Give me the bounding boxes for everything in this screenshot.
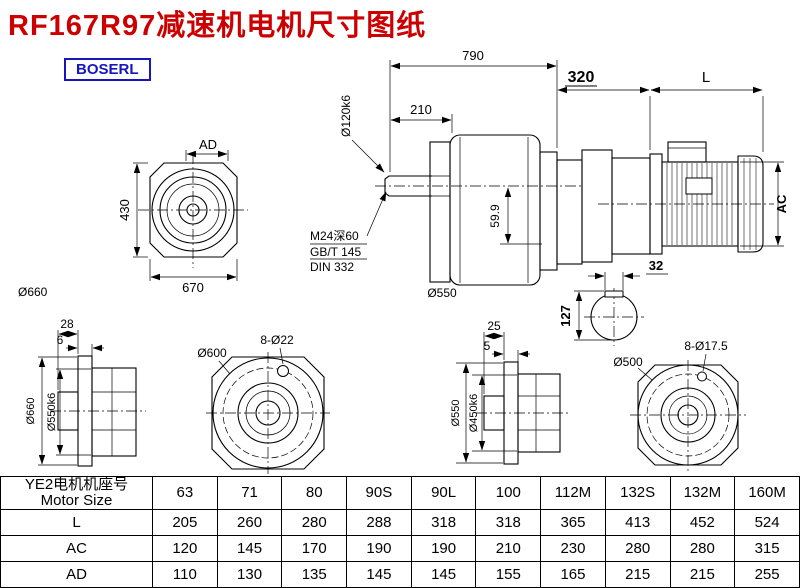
size-col-header: 71 [216, 476, 283, 510]
dia-550k6-label: Ø550k6 [46, 393, 58, 432]
dim-127-label: 127 [558, 305, 573, 327]
table-cell: 280 [281, 508, 348, 536]
dim-670-label: 670 [182, 280, 204, 295]
motor-dimension-table: YE2电机机座号 Motor Size 63 71 80 90S 90L 100… [0, 476, 800, 588]
dim-59-9-label: 59.9 [488, 204, 502, 228]
table-cell: 205 [152, 508, 218, 536]
motor-size-header-en: Motor Size [40, 491, 113, 509]
table-cell: 318 [410, 508, 477, 536]
holes-8x22-label: 8-Ø22 [260, 333, 294, 347]
holes-8x17-label: 8-Ø17.5 [684, 339, 728, 353]
row-label: AD [0, 560, 153, 588]
dia-500-label: Ø500 [613, 355, 643, 369]
dia-120-label: Ø120k6 [339, 95, 353, 137]
table-cell: 215 [604, 560, 671, 588]
table-cell: 280 [669, 534, 736, 562]
table-cell: 130 [216, 560, 283, 588]
dim-210-label: 210 [410, 102, 432, 117]
dia-550-side-label: Ø550 [450, 400, 462, 427]
dia-450k6-label: Ø450k6 [468, 394, 480, 433]
dim-430-label: 430 [117, 199, 132, 221]
table-cell: 260 [216, 508, 283, 536]
dim-ac-label: AC [774, 194, 789, 213]
brand-logo: BOSERL [64, 58, 151, 81]
table-cell: 280 [604, 534, 671, 562]
row-label: AC [0, 534, 153, 562]
table-cell: 170 [281, 534, 348, 562]
table-cell: 165 [540, 560, 606, 588]
size-col-header: 90S [346, 476, 412, 510]
dim-28-label: 28 [60, 317, 74, 331]
dim-320-label: 320 [568, 69, 595, 86]
dim-ad-label: AD [199, 137, 217, 152]
size-col-header: 112M [540, 476, 606, 510]
dim-5-label: 5 [484, 339, 491, 353]
output-flange-front-view: 8-Ø22 Ø600 [197, 333, 330, 474]
table-row: AD 110 130 135 145 145 155 165 215 215 2… [0, 560, 800, 588]
thread-spec-din: DIN 332 [310, 260, 354, 274]
size-col-header: 132S [604, 476, 671, 510]
table-cell: 318 [475, 508, 542, 536]
table-header-row: YE2电机机座号 Motor Size 63 71 80 90S 90L 100… [0, 476, 800, 510]
output-shaft-section-view: 32 127 [558, 258, 668, 346]
size-col-header: 100 [475, 476, 542, 510]
dim-l-label: L [702, 69, 710, 86]
thread-spec-m24: M24深60 [310, 229, 359, 243]
input-flange-front-view: 8-Ø17.5 Ø500 [613, 339, 746, 472]
table-cell: 145 [346, 560, 412, 588]
gearbox-front-view: AD 430 670 [117, 137, 248, 295]
table-cell: 524 [734, 508, 800, 536]
dia-660-front-label: Ø660 [18, 285, 48, 299]
size-col-header: 80 [281, 476, 348, 510]
size-col-header: 90L [410, 476, 477, 510]
table-row: L 205 260 280 288 318 318 365 413 452 52… [0, 508, 800, 536]
output-flange-side-view: 28 6 Ø660 Ø550k6 [25, 317, 146, 467]
table-cell: 210 [475, 534, 542, 562]
table-cell: 315 [734, 534, 800, 562]
table-cell: 120 [152, 534, 218, 562]
table-cell: 145 [216, 534, 283, 562]
technical-drawing: AD 430 670 Ø660 [18, 48, 789, 474]
dim-6-label: 6 [57, 333, 64, 347]
row-label: L [0, 508, 153, 536]
dim-790-label: 790 [462, 48, 484, 63]
input-flange-side-view: 25 5 Ø550 Ø450k6 [450, 319, 568, 465]
table-cell: 215 [669, 560, 736, 588]
table-cell: 190 [346, 534, 412, 562]
table-cell: 255 [734, 560, 800, 588]
table-cell: 155 [475, 560, 542, 588]
size-col-header: 132M [669, 476, 736, 510]
motor-size-header: YE2电机机座号 Motor Size [0, 476, 153, 510]
dia-660-side-label: Ø660 [25, 398, 37, 425]
page-title: RF167R97减速机电机尺寸图纸 [8, 10, 427, 42]
table-row: AC 120 145 170 190 190 210 230 280 280 3… [0, 534, 800, 562]
size-col-header: 160M [734, 476, 800, 510]
table-cell: 190 [410, 534, 477, 562]
table-cell: 288 [346, 508, 412, 536]
size-col-header: 63 [152, 476, 218, 510]
dia-600-label: Ø600 [197, 346, 227, 360]
table-cell: 135 [281, 560, 348, 588]
dim-25-label: 25 [487, 319, 501, 333]
table-cell: 452 [669, 508, 736, 536]
motor-size-header-cn: YE2电机机座号 [24, 476, 129, 493]
table-cell: 230 [540, 534, 606, 562]
dim-32-label: 32 [649, 258, 663, 273]
dia-550-main-label: Ø550 [427, 286, 457, 300]
motor-nameplate [685, 177, 713, 195]
thread-spec-gbt: GB/T 145 [310, 245, 361, 259]
gearbox-motor-side-view: 790 210 Ø120k6 M24深60 GB/T 145 DIN 332 5… [310, 48, 789, 300]
table-cell: 145 [410, 560, 477, 588]
table-cell: 110 [152, 560, 218, 588]
table-cell: 365 [540, 508, 606, 536]
table-cell: 413 [604, 508, 671, 536]
